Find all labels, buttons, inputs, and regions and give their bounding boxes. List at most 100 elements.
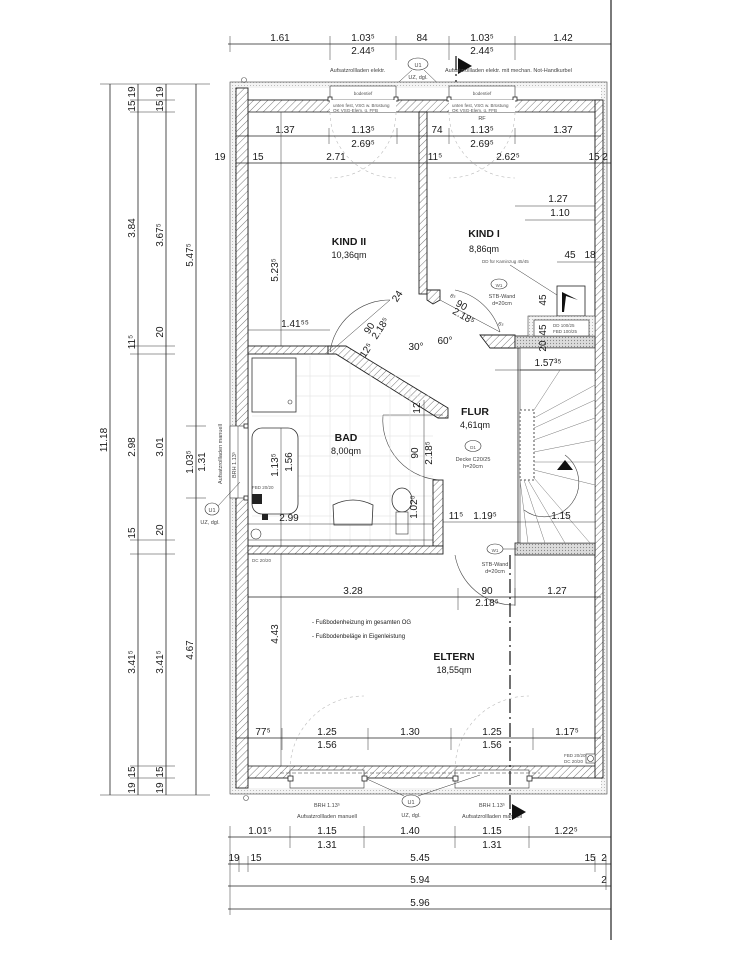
dim-text: 5.23⁵	[270, 258, 281, 282]
room-area-bad: 8,00qm	[331, 446, 361, 456]
left-window-brh: BRH 1.13⁵	[231, 452, 238, 478]
dim-text: 5.94	[410, 875, 430, 886]
note-floor-heating: - Fußbodenheizung im gesamten OG	[312, 620, 411, 626]
dim-text: 2.62⁵	[496, 152, 520, 163]
dim-text: 1.15	[317, 826, 337, 837]
eltern-dims: 3.28 90 2.18⁵ 1.27 4.43 - Fußbodenheizun…	[236, 554, 601, 766]
room-name-kind1: KIND I	[468, 228, 500, 240]
dim-text: 45	[538, 294, 549, 306]
dim-text: 15	[127, 100, 138, 112]
bad-dims: 1.13⁵ 1.56 2.99 12 90 2.18⁵ 1.02⁵ FBD 20…	[248, 400, 435, 563]
wall-tag: W1	[496, 283, 503, 288]
window-label: Aufsatzrollladen manuell	[462, 814, 522, 820]
ceiling-thickness: h=20cm	[463, 464, 483, 470]
dim-text: 2.69⁵	[351, 139, 375, 150]
dim-text: 11⁵	[449, 511, 464, 522]
dim-text: 2.98	[127, 437, 138, 457]
dim-text: 20	[155, 326, 166, 338]
dim-text: 1.37	[275, 125, 295, 136]
dim-text: 1.27	[547, 586, 567, 597]
window-label: Aufsatzrollladen manuell	[297, 814, 357, 820]
dim-text: 1.25	[482, 727, 502, 738]
floor-opening-note: FBD 100/25	[553, 329, 578, 334]
dim-text: 30°	[408, 342, 423, 353]
dim-text: 90	[481, 586, 493, 597]
dim-text: 11⁵	[428, 152, 443, 163]
doors	[329, 289, 516, 606]
dim-text: 15	[155, 766, 166, 778]
dim-text: 1.30	[400, 727, 420, 738]
section-marker-bottom	[509, 555, 526, 820]
top-window-openings: bodentief bodentief unten fest, VSG w. B…	[241, 77, 518, 122]
dim-text: 1.01⁵	[248, 826, 272, 837]
dim-text: 1.03⁵	[470, 33, 494, 44]
dim-text: 3.28	[343, 586, 363, 597]
room-area-flur: 4,61qm	[460, 420, 490, 430]
dim-text: 3.84	[127, 218, 138, 238]
window-tag-bubble	[407, 57, 429, 71]
window-tag: U1	[414, 63, 421, 69]
dim-text: 1.42	[553, 33, 573, 44]
inner-top-dims: 1.37 1.13⁵ 74 1.13⁵ 1.37 2.69⁵ 2.69⁵ 19 …	[214, 125, 611, 164]
dim-text: 20	[538, 340, 549, 352]
dim-text: 45	[538, 324, 549, 336]
dim-text: 4.67	[185, 640, 196, 660]
dim-text: 11⁵	[127, 335, 138, 350]
floor-opening-note: FBD 20/20	[564, 753, 586, 758]
dim-text: 1.56	[482, 740, 502, 751]
flur-dims: 1.57³⁵ 11⁵ 1.19⁵ 1.15 D1 Decke C20/25 h=…	[443, 358, 595, 575]
wall-label: STB-Wand	[482, 562, 509, 568]
dim-text: 18	[584, 250, 596, 261]
dim-text: 1.15	[551, 511, 571, 522]
dim-text: 2	[601, 875, 607, 886]
dim-text: 19	[127, 782, 138, 794]
ceiling-tag: D1	[470, 445, 476, 450]
dim-text: 1.31	[317, 840, 337, 851]
dim-text: 1.13⁵	[270, 453, 281, 477]
window-tag-sub: UZ, dgl.	[401, 813, 421, 819]
dim-text: 1.13⁵	[470, 125, 494, 136]
rf-label: RF	[478, 116, 486, 122]
window-label-left: Aufsatzrollladen elektr.	[330, 68, 386, 74]
room-name-flur: FLUR	[461, 406, 489, 418]
left-dimension-chains: 11.18 19 15 3.84 11⁵ 2.98 15 3.41⁵ 15 19…	[99, 83, 210, 796]
bottom-dimension-chains: 1.01⁵ 1.15 1.40 1.15 1.22⁵ 1.31 1.31 19 …	[228, 826, 611, 915]
dim-text: 1.02⁵	[409, 495, 420, 519]
dim-text: 5.47⁵	[185, 243, 196, 267]
window-note: unten fest, VSG w. Brüstung	[452, 103, 509, 108]
ceiling-tag-bubble	[464, 440, 482, 452]
dim-text: 1.13⁵	[351, 125, 375, 136]
dim-text: 5.45	[410, 853, 430, 864]
dim-text: 3.41⁵	[155, 650, 166, 674]
dim-text: 11.18	[99, 427, 110, 452]
room-name-kind2: KIND II	[332, 236, 367, 248]
room-name-eltern: ELTERN	[433, 651, 474, 663]
dim-text: 1.19⁵	[473, 511, 497, 522]
dim-text: 77⁵	[255, 727, 270, 738]
floor-opening-note: FBD 20/20	[252, 485, 274, 490]
dim-text: 1.41⁵⁵	[281, 319, 309, 330]
dim-text: 2	[602, 152, 608, 163]
dim-text: 3.67⁵	[155, 223, 166, 247]
wall-tag-bubble	[490, 278, 508, 290]
window-tag-bubble	[401, 794, 421, 808]
dim-text: 15	[584, 853, 596, 864]
dim-text: 1.40	[400, 826, 420, 837]
dim-text: 1.31	[197, 452, 208, 472]
dim-text: 1.31	[482, 840, 502, 851]
window-label-right: Aufsatzrollladen elektr. mit mechan. Not…	[445, 68, 572, 74]
sill-label: bodentief	[473, 91, 492, 96]
dim-text: 5.96	[410, 898, 430, 909]
window-tag: U1	[208, 508, 215, 514]
dim-text: 1.56	[317, 740, 337, 751]
window-note: OK VSG-Elem. ü. FFB	[333, 108, 378, 113]
dim-text: 1.61	[270, 33, 290, 44]
bathroom-fixtures	[248, 356, 433, 546]
window-tag-sub: UZ, dgl.	[408, 75, 428, 81]
dim-text: 1.03⁵	[185, 450, 196, 474]
interior-walls	[247, 111, 596, 556]
dim-text: 1.27	[548, 194, 568, 205]
room-area-eltern: 18,55qm	[436, 665, 471, 675]
top-dimension-chain: 1.61 1.03⁵ 84 1.03⁵ 1.42 2.44⁵ 2.44⁵	[228, 33, 611, 60]
dim-text: 2.18⁵	[424, 441, 435, 465]
